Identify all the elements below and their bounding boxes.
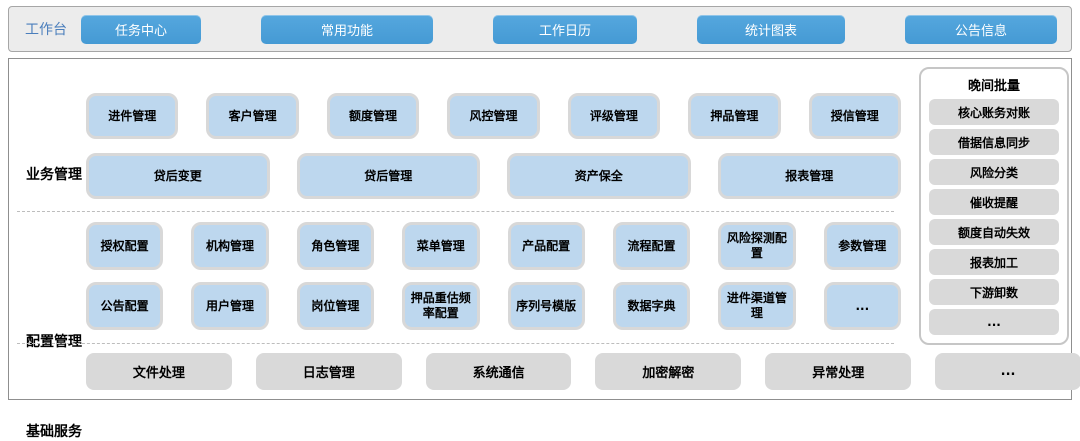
night-batch-panel: 晚间批量 核心账务对账借据信息同步风险分类催收提醒额度自动失效报表加工下游卸数.…: [919, 67, 1069, 345]
night-batch-job[interactable]: ...: [929, 309, 1059, 335]
base-service-module[interactable]: 文件处理: [86, 353, 232, 390]
section-label-config: 配置管理: [26, 334, 82, 350]
config-row-2: 公告配置用户管理岗位管理押品重估频率配置序列号模版数据字典进件渠道管理...: [86, 282, 901, 330]
base-services-row: 文件处理日志管理系统通信加密解密异常处理...: [86, 353, 1080, 390]
section-divider: [17, 211, 894, 212]
section-divider: [17, 343, 894, 344]
config-module[interactable]: 数据字典: [612, 282, 691, 330]
architecture-panel: 业务管理 配置管理 基础服务 进件管理客户管理额度管理风控管理评级管理押品管理授…: [8, 58, 1080, 440]
workbench-button[interactable]: 工作日历: [493, 14, 637, 44]
business-module[interactable]: 风控管理: [447, 93, 540, 139]
section-label-base: 基础服务: [26, 424, 82, 440]
night-batch-job[interactable]: 额度自动失效: [929, 219, 1059, 245]
business-module[interactable]: 报表管理: [717, 153, 901, 199]
workbench-button[interactable]: 常用功能: [261, 14, 433, 44]
business-module[interactable]: 资产保全: [507, 153, 691, 199]
business-module[interactable]: 进件管理: [86, 93, 179, 139]
config-module[interactable]: 进件渠道管理: [718, 282, 796, 330]
config-row-1: 授权配置机构管理角色管理菜单管理产品配置流程配置风险探测配置参数管理: [86, 222, 901, 270]
business-module[interactable]: 贷后管理: [296, 153, 480, 199]
night-batch-job[interactable]: 报表加工: [929, 249, 1059, 275]
config-module[interactable]: 角色管理: [296, 222, 375, 270]
base-service-module[interactable]: ...: [935, 353, 1080, 390]
night-batch-job[interactable]: 借据信息同步: [929, 129, 1059, 155]
config-module[interactable]: 押品重估频率配置: [402, 282, 480, 330]
config-module[interactable]: 流程配置: [612, 222, 691, 270]
business-module[interactable]: 评级管理: [567, 93, 661, 139]
workbench-bar: 工作台 任务中心 常用功能 工作日历 统计图表 公告信息: [8, 6, 1072, 52]
base-service-module[interactable]: 异常处理: [765, 353, 912, 390]
night-batch-list: 核心账务对账借据信息同步风险分类催收提醒额度自动失效报表加工下游卸数...: [929, 99, 1059, 335]
business-module[interactable]: 贷后变更: [86, 153, 270, 199]
config-module[interactable]: 用户管理: [191, 282, 269, 330]
config-module[interactable]: 产品配置: [507, 222, 585, 270]
business-module[interactable]: 押品管理: [688, 93, 781, 139]
config-module[interactable]: 授权配置: [86, 222, 164, 270]
night-batch-title: 晚间批量: [967, 79, 1020, 94]
business-module[interactable]: 客户管理: [206, 93, 299, 139]
night-batch-job[interactable]: 催收提醒: [929, 189, 1059, 215]
config-module[interactable]: 风险探测配置: [718, 222, 796, 270]
workbench-button[interactable]: 公告信息: [905, 14, 1057, 44]
business-row-1: 进件管理客户管理额度管理风控管理评级管理押品管理授信管理: [86, 93, 901, 139]
workbench-label: 工作台: [25, 22, 67, 38]
config-module[interactable]: 公告配置: [86, 282, 164, 330]
config-module[interactable]: ...: [823, 282, 901, 330]
night-batch-job[interactable]: 核心账务对账: [929, 99, 1059, 125]
config-module[interactable]: 序列号模版: [507, 282, 585, 330]
business-module[interactable]: 授信管理: [808, 93, 901, 139]
workbench-button[interactable]: 统计图表: [697, 14, 845, 44]
config-module[interactable]: 机构管理: [191, 222, 269, 270]
config-module[interactable]: 菜单管理: [402, 222, 480, 270]
night-batch-job[interactable]: 下游卸数: [929, 279, 1059, 305]
business-row-2: 贷后变更贷后管理资产保全报表管理: [86, 153, 901, 199]
config-module[interactable]: 岗位管理: [296, 282, 375, 330]
base-service-module[interactable]: 日志管理: [255, 353, 402, 390]
section-label-business: 业务管理: [26, 167, 82, 183]
config-module[interactable]: 参数管理: [823, 222, 901, 270]
night-batch-job[interactable]: 风险分类: [929, 159, 1059, 185]
workbench-buttons: 任务中心 常用功能 工作日历 统计图表 公告信息: [81, 7, 1057, 51]
base-service-module[interactable]: 系统通信: [425, 353, 572, 390]
workbench-button[interactable]: 任务中心: [81, 14, 201, 44]
base-service-module[interactable]: 加密解密: [595, 353, 742, 390]
business-module[interactable]: 额度管理: [326, 93, 420, 139]
